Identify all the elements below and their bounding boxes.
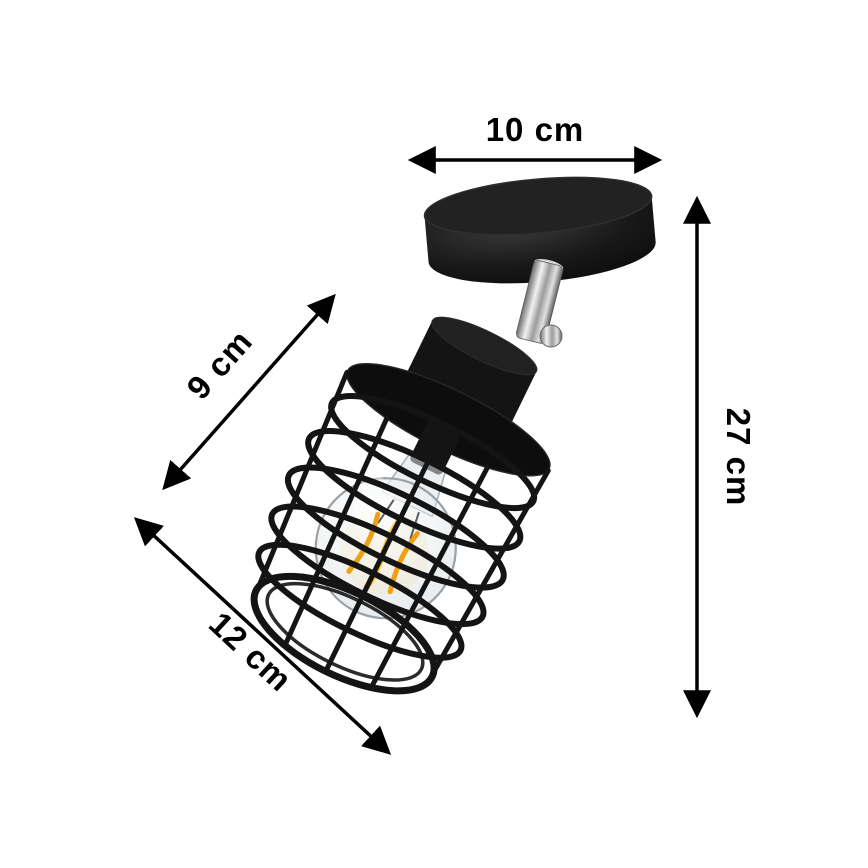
dimension-canopy-width: 10 cm [407,111,663,174]
dimension-line-cage-height [162,293,336,491]
joint-chrome-pin [515,260,564,344]
dimension-label-cage-diameter: 12 cm [202,604,299,698]
dimension-label-canopy-width: 10 cm [486,111,585,148]
ceiling-canopy [423,176,656,284]
dimension-total-height: 27 cm [683,195,757,719]
dimension-line-cage-diameter [133,517,392,755]
pivot-joint [515,259,564,344]
holder-top [431,316,538,376]
joint-chrome-knob [539,324,563,348]
dimension-cage-height: 9 cm [162,293,336,491]
dimension-label-total-height: 27 cm [720,408,757,507]
canopy-top [423,176,653,236]
holder-body [400,320,537,437]
cage-wire [428,468,551,680]
